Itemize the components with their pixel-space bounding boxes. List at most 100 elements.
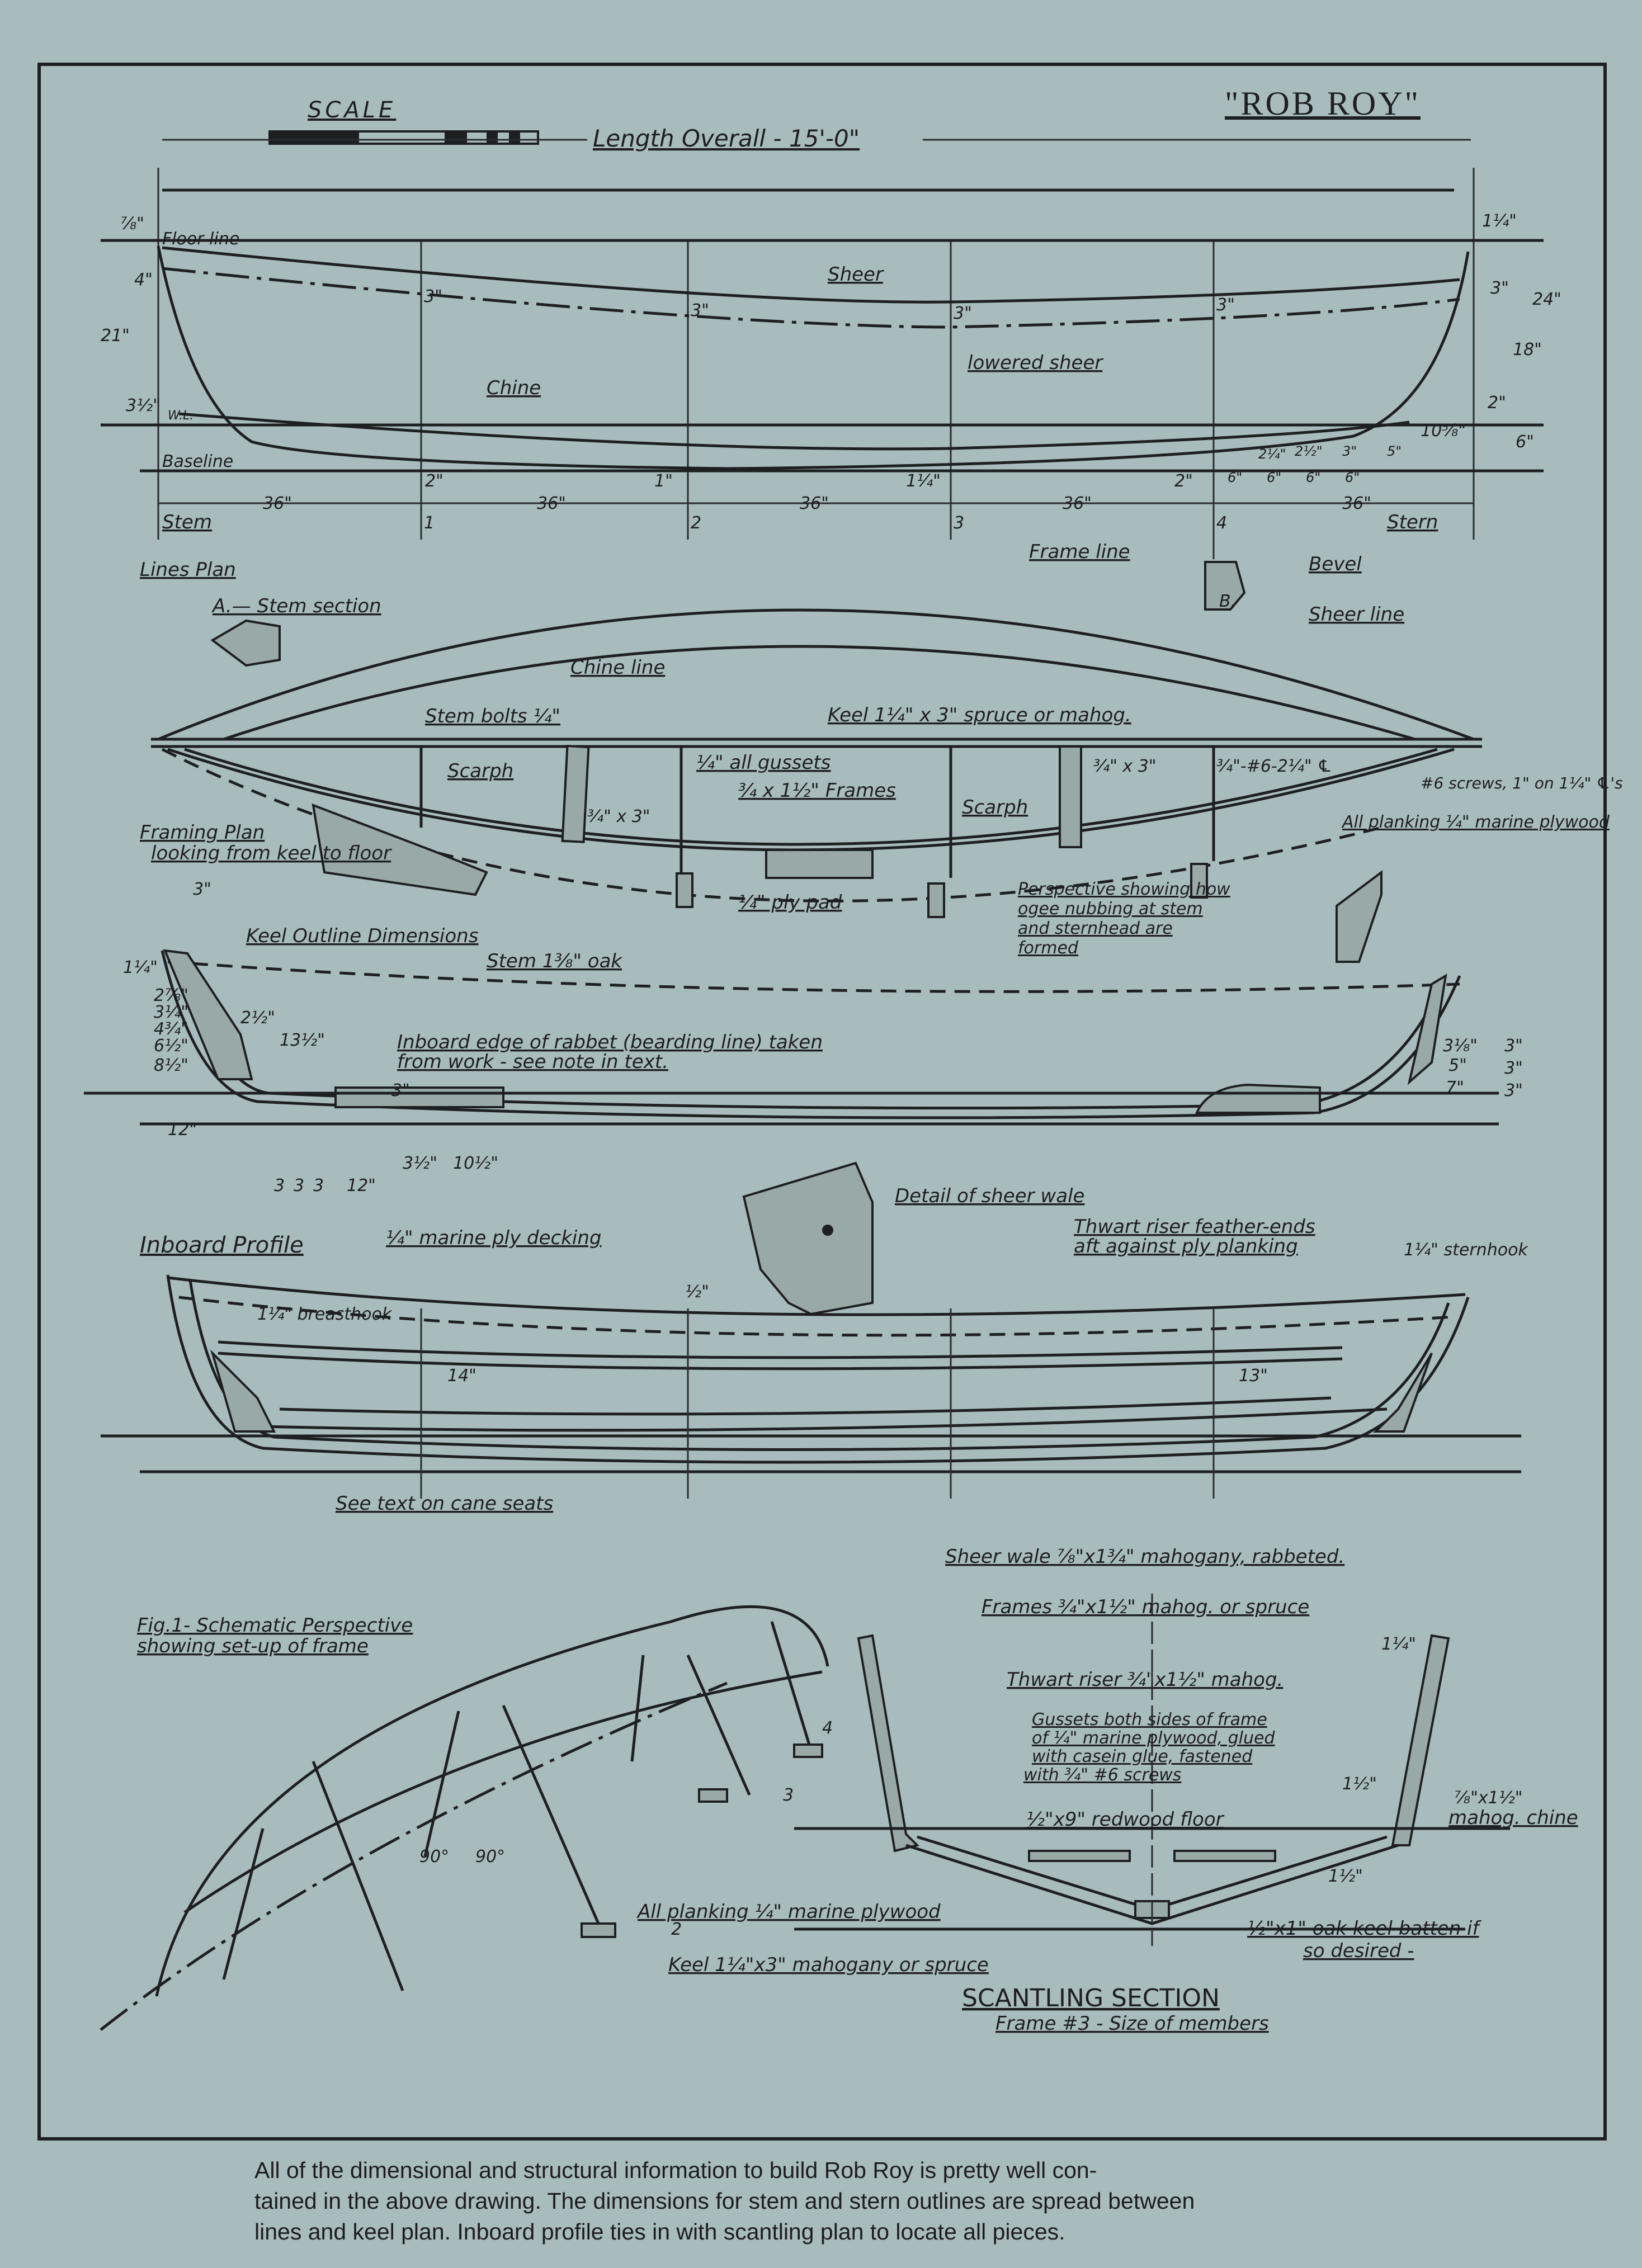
drawing-label: 3 — [294, 1176, 304, 1196]
drawing-label: 3 — [313, 1176, 324, 1196]
drawing-label: 1½" — [1342, 1774, 1377, 1794]
fig1-perspective: Fig.1- Schematic Perspective showing set… — [100, 1605, 833, 2031]
drawing-label: formed — [1018, 938, 1079, 958]
sheer-label: Sheer — [828, 263, 884, 286]
station-spacing: 36" — [537, 494, 566, 513]
drawing-label: 3 — [783, 1785, 794, 1805]
drawing-label: Frame line — [1029, 541, 1130, 563]
drawing-label: 90° — [419, 1847, 449, 1867]
drawing-label: Gussets both sides of frame — [1032, 1710, 1267, 1730]
drawing-label: ¼" marine ply decking — [386, 1227, 601, 1249]
sheer-drop: 3" — [424, 287, 442, 306]
station-number: 4 — [1216, 513, 1227, 533]
sheer-drop: 3" — [954, 304, 972, 323]
drawing-label: 4 — [822, 1718, 833, 1738]
drawing-label: Scarph — [962, 796, 1028, 819]
drawing-label: ½"x9" redwood floor — [1026, 1808, 1225, 1831]
drawing-label: 2 — [671, 1920, 682, 1939]
keel-height: 1¼" — [906, 471, 941, 491]
stern-offset: 5" — [1387, 443, 1402, 459]
drawing-label: Inboard Profile — [140, 1232, 304, 1258]
drawing-label: 13½" — [280, 1031, 325, 1050]
right-dim: 3" — [1490, 278, 1509, 298]
drawing-label: Detail of sheer wale — [895, 1185, 1084, 1207]
stern-offset: 2¼" — [1258, 446, 1286, 462]
drawing-label: 3¼" — [154, 1003, 188, 1022]
drawing-label: Stem 1⅜" oak — [487, 950, 622, 972]
drawing-label: ¾"-#6-2¼" ℄ — [1216, 757, 1332, 776]
drawing-label: 1¼" — [123, 958, 158, 977]
drawing-label: ¼" ply pad — [738, 891, 842, 914]
drawing-label: from work - see note in text. — [397, 1051, 668, 1073]
scantling-section: Sheer wale ⅞"x1¾" mahogany, rabbeted. Fr… — [636, 1546, 1578, 2035]
drawing-label: 4¾" — [154, 1019, 188, 1039]
drawing-label: Bevel — [1309, 553, 1362, 575]
drawing-label: 3½" — [403, 1154, 437, 1173]
caption-line: lines and keel plan. Inboard profile tie… — [254, 2219, 1065, 2245]
drawing-label: 1¼" sternhook — [1404, 1240, 1528, 1260]
drawing-label: 3⅛" — [1443, 1036, 1478, 1056]
drawing-label: Framing Plan — [140, 821, 265, 844]
lines-plan-title: Lines Plan — [140, 559, 236, 581]
drawing-label: 2⅞" — [154, 986, 188, 1005]
station-number: 2 — [691, 513, 701, 533]
station-number: 3 — [954, 513, 964, 533]
drawing-label: All planking ¼" marine plywood — [1341, 812, 1610, 832]
right-dim: 1¼" — [1482, 211, 1517, 231]
sheer-drop: 3" — [691, 301, 709, 320]
right-dim: 18" — [1513, 340, 1542, 360]
drawing-label: ½" — [685, 1282, 709, 1302]
stern-offset: 3" — [1342, 443, 1357, 459]
drawing-label: 90° — [475, 1847, 505, 1867]
length-overall-label: Length Overall - 15'-0" — [593, 125, 860, 152]
drawing-label: 7" — [1446, 1078, 1464, 1098]
drawing-label: Keel Outline Dimensions — [246, 925, 478, 947]
drawing-label: Keel 1¼"x3" mahogany or spruce — [668, 1954, 989, 1976]
keel-height: 2" — [1174, 471, 1193, 491]
drawing-label: Thwart riser feather-ends — [1074, 1216, 1315, 1238]
drawing-label: ¼" all gussets — [696, 752, 831, 774]
drawing-label: Inboard edge of rabbet (bearding line) t… — [397, 1031, 823, 1053]
drawing-label: Stem bolts ¼" — [425, 705, 560, 727]
drawing-label: Sheer wale ⅞"x1¾" mahogany, rabbeted. — [945, 1546, 1344, 1568]
sheer-drop: 3" — [1216, 295, 1235, 315]
drawing-label: Keel 1¼" x 3" spruce or mahog. — [828, 704, 1131, 726]
drawing-label: 3" — [1504, 1036, 1523, 1056]
drawing-label: ½"x1" oak keel batten if — [1247, 1917, 1482, 1940]
drawing-label: 13" — [1239, 1366, 1268, 1386]
drawing-label: aft against ply planking — [1074, 1235, 1298, 1258]
scantling-title: SCANTLING SECTION — [962, 1984, 1220, 2012]
left-dim: 3½" — [126, 396, 161, 415]
scale-label: SCALE — [308, 97, 396, 123]
drawing-label: Frames ¾"x1½" mahog. or spruce — [982, 1596, 1309, 1618]
drawing-label: ¾" x 3" — [1093, 757, 1157, 776]
chine-label: Chine — [487, 377, 541, 399]
stem-label: Stem — [162, 511, 212, 533]
drawing-label: mahog. chine — [1448, 1807, 1578, 1829]
drawing-label: ¾ x 1½" Frames — [738, 779, 896, 802]
drawing-label: #6 screws, 1" on 1¼" ℄'s — [1421, 774, 1623, 792]
drawing-label: ¾" x 3" — [587, 807, 650, 826]
drawing-label: A.— Stem section — [211, 595, 381, 617]
caption-line: tained in the above drawing. The dimensi… — [254, 2188, 1195, 2214]
drawing-label: Scarph — [447, 760, 513, 782]
drawing-label: 3" — [1504, 1059, 1523, 1078]
drawing-label: Perspective showing how — [1018, 880, 1230, 899]
drawing-label: Chine line — [570, 656, 665, 679]
drawing-label: 3" — [193, 880, 211, 899]
drawing-label: Frame #3 - Size of members — [995, 2012, 1269, 2035]
drawing-label: with ¾" #6 screws — [1023, 1765, 1181, 1785]
scale-bar — [268, 130, 539, 145]
drawing-label: ⅞"x1½" — [1454, 1788, 1523, 1808]
drawing-label: All planking ¼" marine plywood — [636, 1901, 941, 1923]
drawing-label: 14" — [447, 1366, 476, 1386]
drawing-label: B. — [1219, 592, 1236, 611]
station-number: 1 — [424, 513, 435, 533]
drawing-label: showing set-up of frame — [137, 1635, 369, 1657]
stern-offset: 2½" — [1295, 443, 1323, 459]
drawing-label: 10½" — [453, 1154, 498, 1173]
drawing-label: 6½" — [154, 1036, 188, 1056]
drawing-label: 12" — [168, 1120, 197, 1140]
left-dim: 21" — [101, 326, 130, 346]
left-dim: ⅞" — [120, 214, 144, 234]
